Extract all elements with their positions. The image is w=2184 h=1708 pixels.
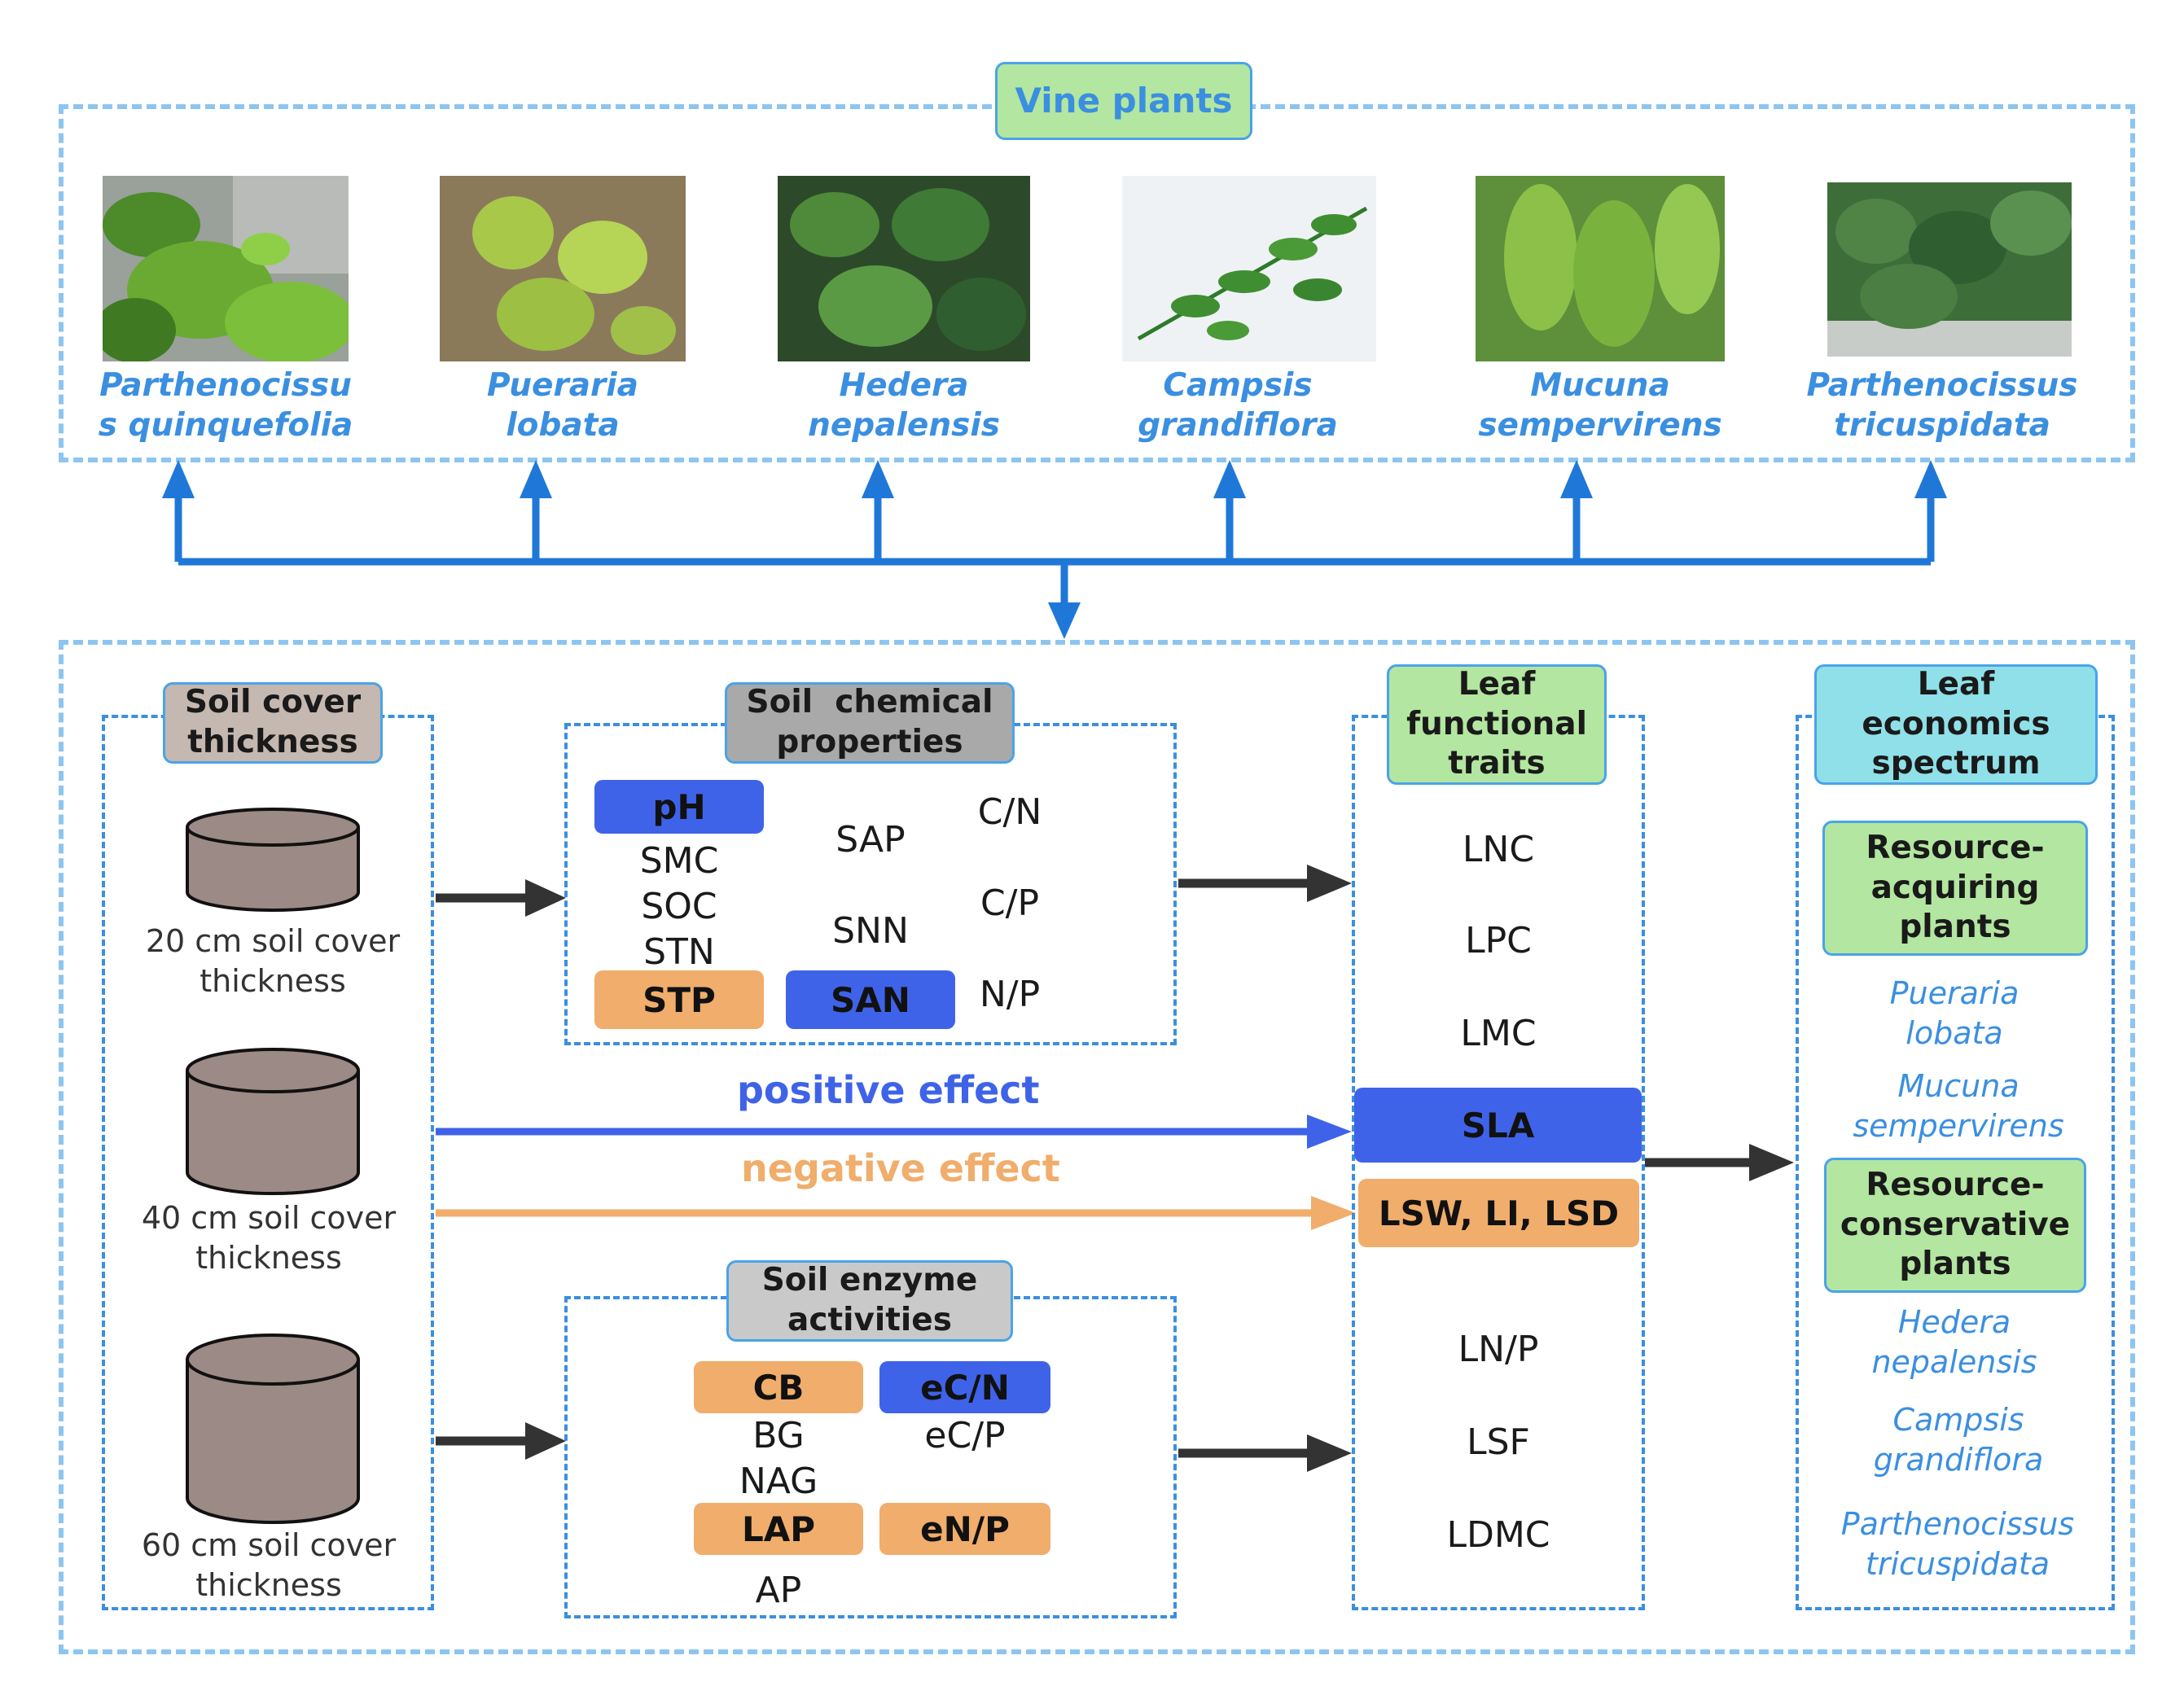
enp-badge: eN/P [879,1503,1050,1555]
cylinder-60cm [186,1334,360,1524]
leaf-photo-3 [778,176,1030,361]
ap-label: AP [755,1570,802,1611]
photo-parthenocissus-tricuspidata [1827,182,2072,357]
ecn-badge: eC/N [879,1361,1050,1413]
photo-parthenocissus-quinquefolia [103,176,349,361]
con-species-1: Hedera nepalensis [1871,1304,2037,1381]
np-label: N/P [979,974,1041,1015]
ldmc-label: LDMC [1446,1514,1550,1556]
nag-label: NAG [739,1461,818,1502]
blue-distribution-bracket [162,460,1947,639]
lap-badge: LAP [694,1503,863,1555]
soil-enzyme-box [564,1296,1177,1618]
lsf-label: LSF [1467,1421,1530,1463]
photo-mucuna-sempervirens [1476,176,1725,361]
level-40cm-label: 40 cm soil cover thickness [141,1200,397,1277]
mechanism-panel [59,640,2135,1654]
species-label-3: Hedera nepalensis [808,367,1000,444]
cylinder-20cm [186,808,360,912]
ecp-label: eC/P [924,1415,1006,1456]
species-label-4: Campsis grandiflora [1138,367,1338,444]
ph-badge: pH [594,780,764,834]
negative-effect-label: negative effect [741,1146,1060,1190]
stp-badge: STP [594,970,764,1029]
lpc-label: LPC [1465,920,1532,961]
sap-label: SAP [835,819,906,861]
cb-badge: CB [694,1361,863,1413]
smc-label: SMC [639,840,719,882]
black-flow-arrows [436,865,1794,1472]
cylinder-40cm [186,1048,360,1195]
bg-label: BG [752,1415,805,1456]
species-label-1: Parthenocissu s quinquefolia [98,367,353,444]
con-species-2: Campsis grandiflora [1873,1402,2044,1478]
photo-campsis-grandiflora [1122,176,1376,361]
lsw-li-lsd-badge: LSW, LI, LSD [1358,1179,1639,1247]
species-label-6: Parthenocissus tricuspidata [1806,367,2078,444]
soc-label: SOC [641,886,717,927]
acq-species-2: Mucuna sempervirens [1853,1068,2064,1145]
cp-label: C/P [980,882,1040,924]
stn-label: STN [643,931,715,973]
level-60cm-label: 60 cm soil cover thickness [141,1527,397,1604]
lnc-label: LNC [1462,829,1535,870]
leaf-photo-5 [1476,176,1725,361]
leaf-photo-4 [1122,176,1376,361]
soil-cover-column [102,715,434,1610]
leaf-photo-1 [103,176,349,361]
level-20cm-label: 20 cm soil cover thickness [145,923,401,1000]
leaf-photo-2 [440,176,686,361]
lnp-label: LN/P [1458,1329,1539,1370]
leaf-photo-6 [1827,182,2072,357]
vine-plants-title: Vine plants [995,62,1252,140]
species-label-2: Pueraria lobata [487,367,638,444]
positive-effect-label: positive effect [737,1068,1040,1112]
con-species-3: Parthenocissus tricuspidata [1840,1506,2075,1583]
acq-species-1: Pueraria lobata [1889,975,2020,1052]
photo-hedera-nepalensis [778,176,1030,361]
san-badge: SAN [786,970,955,1029]
negative-effect-arrow [436,1196,1356,1230]
species-label-5: Mucuna sempervirens [1478,367,1722,444]
positive-effect-arrow [436,1115,1352,1149]
snn-label: SNN [832,910,909,952]
cn-label: C/N [977,791,1042,833]
photo-pueraria-lobata [440,176,686,361]
sla-badge: SLA [1354,1088,1642,1163]
lmc-label: LMC [1460,1013,1537,1054]
